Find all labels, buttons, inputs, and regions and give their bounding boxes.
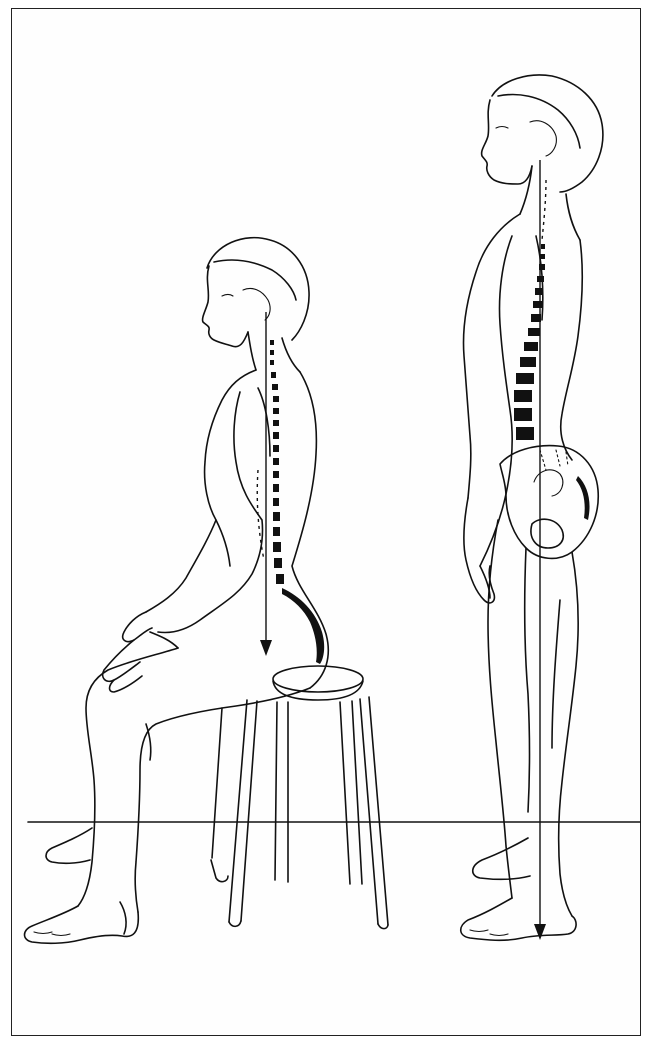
standing-pelvis [500, 446, 598, 559]
seated-torso [103, 370, 329, 692]
standing-legs [461, 520, 578, 940]
seated-legs [25, 648, 311, 943]
standing-head [482, 75, 603, 240]
seated-spine [257, 312, 324, 664]
standing-spine [514, 160, 546, 940]
seated-figure [25, 238, 389, 944]
seated-head [203, 238, 310, 372]
standing-figure [461, 75, 603, 940]
